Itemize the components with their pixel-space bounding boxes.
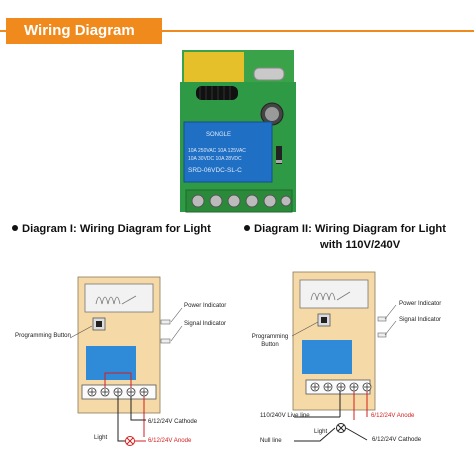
diagram1-heading: Diagram I: Wiring Diagram for Light	[12, 221, 211, 237]
d2-cathode-label: 6/12/24V Cathode	[372, 436, 422, 443]
page-title: Wiring Diagram	[6, 18, 162, 44]
d1-anode-label: 6/12/24V Anode	[148, 437, 192, 444]
diagram2-board	[292, 271, 387, 411]
header-rule	[0, 30, 474, 32]
diagram2-heading-text: Diagram II: Wiring Diagram for Light	[254, 223, 446, 235]
relay-rating-2: 10A 30VDC 10A 28VDC	[188, 156, 242, 162]
relay-rating-1: 10A 250VAC 10A 125VAC	[188, 148, 246, 154]
diagram1-light-icon	[125, 436, 135, 446]
relay-brand-text: SONGLE	[206, 132, 231, 138]
receiver-module-photo: SONGLE 10A 250VAC 10A 125VAC 10A 30VDC 1…	[180, 50, 296, 213]
d2-live-line-label: 110/240V Live line	[260, 412, 310, 419]
d1-cathode-label: 6/12/24V Cathode	[148, 418, 198, 425]
bullet-icon	[12, 225, 18, 232]
diagram1-wires	[69, 307, 183, 442]
diagram2-light-icon	[336, 423, 346, 433]
relay-model-text: SRD-06VDC-SL-C	[188, 167, 242, 174]
diagram2-heading-line2: with 110V/240V	[320, 239, 401, 251]
bullet-icon	[244, 225, 250, 232]
diagram1-heading-text: Diagram I: Wiring Diagram for Light	[22, 223, 211, 235]
d1-light-label: Light	[94, 434, 108, 441]
antenna-coil	[196, 86, 238, 100]
diagram2-terminals	[310, 382, 372, 392]
d2-power-indicator-label: Power Indicator	[399, 300, 442, 307]
d2-null-line-label: Null line	[260, 437, 282, 444]
diagram2-wires	[291, 304, 397, 442]
d2-light-label: Light	[314, 428, 328, 435]
d1-programming-button-label: Programming Button	[15, 332, 71, 339]
d1-signal-indicator-label: Signal Indicator	[184, 320, 227, 327]
diagram2-heading: Diagram II: Wiring Diagram for Light	[244, 221, 446, 237]
d2-programming-button-label: Programming Button	[251, 333, 289, 348]
d2-anode-label: 6/12/24V Anode	[371, 412, 415, 419]
d2-signal-indicator-label: Signal Indicator	[399, 316, 442, 323]
d1-power-indicator-label: Power Indicator	[184, 302, 227, 309]
